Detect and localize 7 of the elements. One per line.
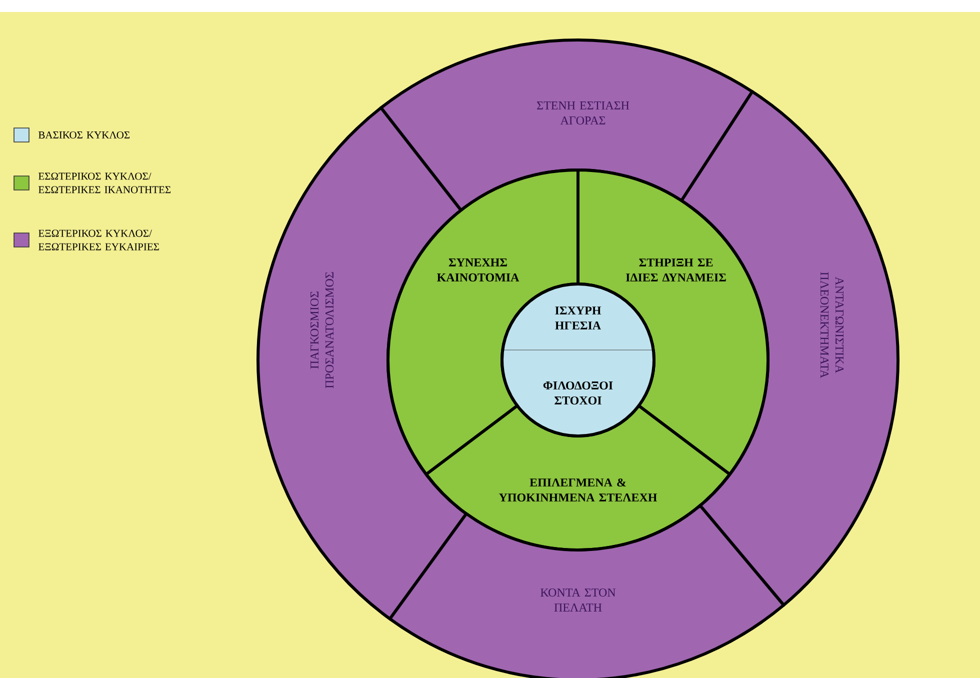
ring-segment: ΣΤΕΝΗ ΕΣΤΙΑΣΗ ΑΓΟΡΑΣ xyxy=(379,38,754,212)
legend-label: ΕΞΩΤΕΡΙΚΟΣ ΚΥΚΛΟΣ/ ΕΞΩΤΕΡΙΚΕΣ ΕΥΚΑΙΡΙΕΣ xyxy=(38,230,159,250)
node-label: ΚΟΝΤΑ ΣΤΟΝ ΠΕΛΑΤΗ xyxy=(540,588,616,612)
ring-segment: ΚΟΝΤΑ ΣΤΟΝ ΠΕΛΑΤΗ xyxy=(388,504,786,678)
legend-label: ΕΣΩΤΕΡΙΚΟΣ ΚΥΚΛΟΣ/ ΕΣΩΤΕΡΙΚΕΣ ΙΚΑΝΟΤΗΤΕΣ xyxy=(38,172,171,194)
ring-segment: ΕΠΙΛΕΓΜΕΝΑ & ΥΠΟΚΙΝΗΜΕΝΑ ΣΤΕΛΕΧΗ xyxy=(424,404,732,552)
legend-label: ΒΑΣΙΚΟΣ ΚΥΚΛΟΣ xyxy=(38,131,130,139)
